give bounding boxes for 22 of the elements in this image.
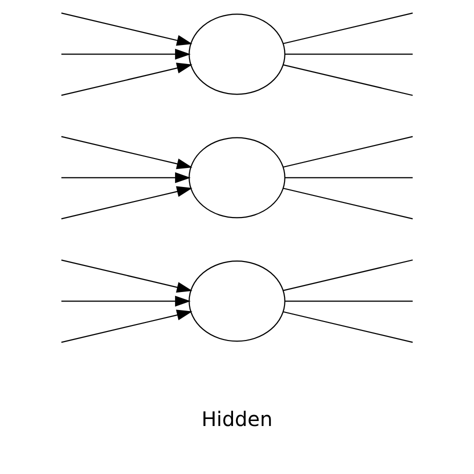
connector [283,311,413,343]
connector [284,300,413,302]
connector [283,136,413,168]
node-circle [188,260,286,342]
connector [283,188,413,220]
arrow [61,310,192,343]
arrow [61,296,191,307]
arrow [61,48,191,60]
arrow [61,172,191,184]
node-circle [188,14,286,95]
arrow [61,186,192,220]
arrow [61,136,192,170]
arrow [61,260,192,293]
connector [283,259,413,291]
connector [284,54,413,55]
connector [283,64,413,96]
connector [283,12,413,44]
node-circle [188,137,286,218]
arrow [61,62,192,96]
arrow [61,12,192,46]
connector [284,177,413,178]
label: Hidden [201,407,273,432]
